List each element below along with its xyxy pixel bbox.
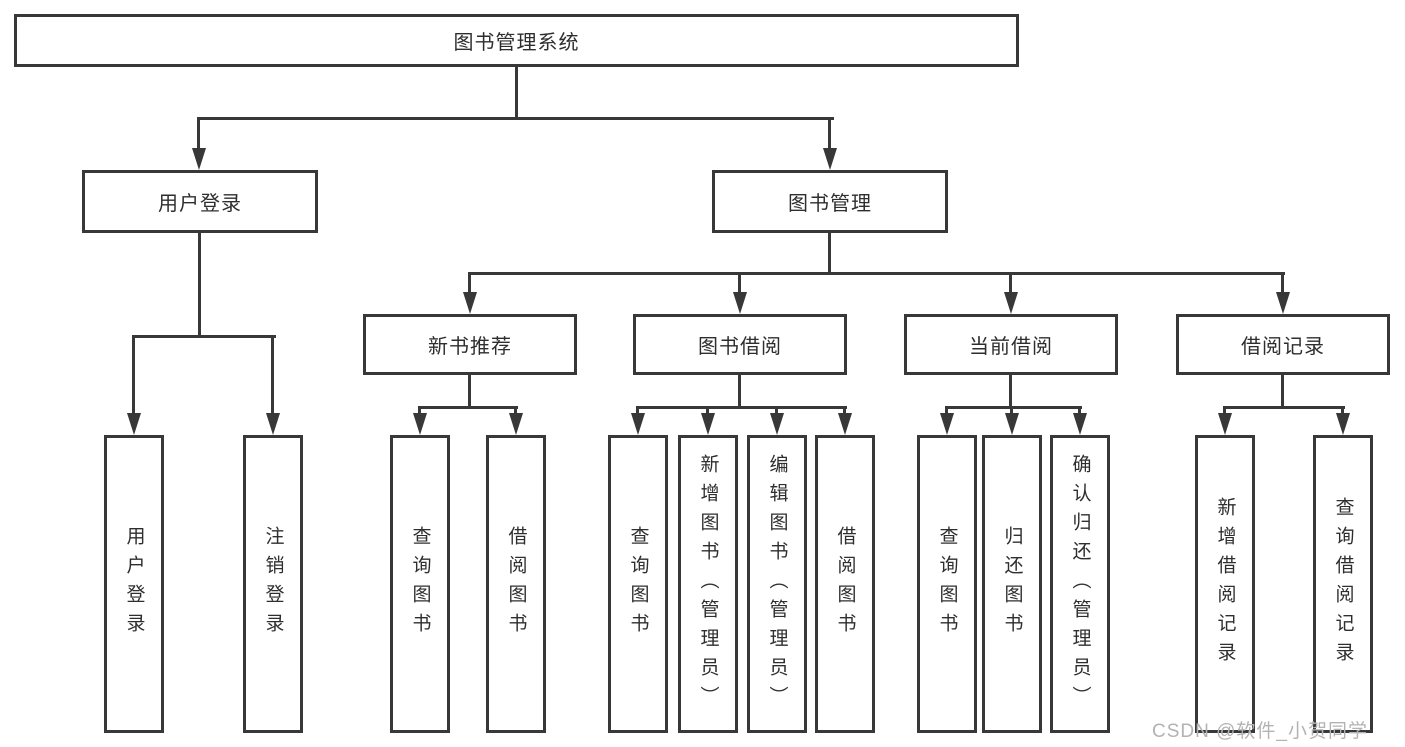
arrowhead-icon: [1336, 413, 1350, 435]
arrowhead-icon: [509, 413, 523, 435]
arrowhead-icon: [463, 292, 477, 314]
node-book-management: 图书管理: [712, 170, 948, 233]
connector-line: [1341, 406, 1344, 416]
connector-line: [515, 67, 518, 117]
connector-line: [828, 233, 831, 275]
connector-line: [775, 406, 778, 416]
node-borrow-records: 借阅记录: [1176, 314, 1390, 375]
leaf-borrow-add-admin: 新增图书（管理员）: [678, 435, 738, 733]
node-borrow-records-label: 借阅记录: [1241, 336, 1325, 358]
node-current-borrow-label: 当前借阅: [969, 336, 1053, 358]
leaf-borrow-query-label: 查询图书: [627, 526, 649, 642]
leaf-borrow-borrow-label: 借阅图书: [834, 526, 856, 642]
leaf-current-query: 查询图书: [917, 435, 977, 733]
connector-line: [514, 406, 517, 416]
connector-line: [1078, 406, 1081, 416]
connector-line: [197, 117, 834, 120]
leaf-current-confirm-admin: 确认归还（管理员）: [1050, 435, 1110, 733]
arrowhead-icon: [701, 413, 715, 435]
connector-line: [636, 406, 847, 409]
connector-line: [828, 117, 831, 152]
node-current-borrow: 当前借阅: [904, 314, 1118, 375]
arrowhead-icon: [127, 413, 141, 435]
connector-line: [1009, 375, 1012, 409]
arrowhead-icon: [413, 413, 427, 435]
connector-line: [636, 406, 639, 416]
arrowhead-icon: [940, 413, 954, 435]
connector-line: [1223, 406, 1226, 416]
arrowhead-icon: [1218, 413, 1232, 435]
leaf-records-query: 查询借阅记录: [1313, 435, 1373, 733]
arrowhead-icon: [631, 413, 645, 435]
connector-line: [132, 335, 135, 415]
leaf-user-login-label: 用户登录: [123, 526, 145, 642]
node-root-label: 图书管理系统: [453, 32, 580, 54]
arrowhead-icon: [1004, 292, 1018, 314]
leaf-borrow-edit-admin: 编辑图书（管理员）: [747, 435, 807, 733]
node-user-login: 用户登录: [82, 170, 318, 233]
connector-line: [197, 117, 200, 152]
connector-line: [1281, 272, 1284, 294]
node-root: 图书管理系统: [14, 14, 1019, 67]
arrowhead-icon: [266, 413, 280, 435]
arrowhead-icon: [838, 413, 852, 435]
leaf-current-query-label: 查询图书: [936, 526, 958, 642]
connector-line: [1010, 406, 1013, 416]
connector-line: [418, 406, 518, 409]
leaf-newbooks-query-label: 查询图书: [409, 526, 431, 642]
connector-line: [468, 272, 471, 294]
leaf-records-add: 新增借阅记录: [1195, 435, 1255, 733]
arrowhead-icon: [1276, 292, 1290, 314]
node-book-borrow: 图书借阅: [633, 314, 847, 375]
leaf-current-confirm-admin-label: 确认归还（管理员）: [1069, 453, 1091, 715]
connector-line: [271, 335, 274, 415]
connector-line: [132, 335, 276, 338]
connector-line: [1009, 272, 1012, 294]
leaf-borrow-borrow: 借阅图书: [815, 435, 875, 733]
connector-line: [945, 406, 1082, 409]
connector-line: [945, 406, 948, 416]
arrowhead-icon: [192, 148, 206, 170]
leaf-user-login: 用户登录: [104, 435, 164, 733]
leaf-newbooks-borrow-label: 借阅图书: [505, 526, 527, 642]
connector-line: [843, 406, 846, 416]
connector-line: [1281, 375, 1284, 409]
leaf-records-add-label: 新增借阅记录: [1214, 497, 1236, 671]
connector-line: [738, 375, 741, 409]
leaf-records-query-label: 查询借阅记录: [1332, 497, 1354, 671]
connector-line: [198, 233, 201, 338]
arrowhead-icon: [1073, 413, 1087, 435]
connector-line: [468, 375, 471, 409]
leaf-borrow-edit-admin-label: 编辑图书（管理员）: [766, 453, 788, 715]
connector-line: [418, 406, 421, 416]
leaf-newbooks-borrow: 借阅图书: [486, 435, 546, 733]
arrowhead-icon: [1005, 413, 1019, 435]
arrowhead-icon: [823, 148, 837, 170]
connector-line: [468, 272, 1285, 275]
leaf-newbooks-query: 查询图书: [390, 435, 450, 733]
watermark: CSDN @软件_小贺同学: [1152, 721, 1368, 742]
connector-line: [706, 406, 709, 416]
arrowhead-icon: [733, 292, 747, 314]
node-new-book-recommend-label: 新书推荐: [428, 336, 512, 358]
arrowhead-icon: [770, 413, 784, 435]
node-book-management-label: 图书管理: [788, 193, 872, 215]
leaf-current-return-label: 归还图书: [1001, 526, 1023, 642]
node-new-book-recommend: 新书推荐: [363, 314, 577, 375]
leaf-borrow-query: 查询图书: [608, 435, 668, 733]
connector-line: [1223, 406, 1345, 409]
leaf-current-return: 归还图书: [982, 435, 1042, 733]
node-user-login-label: 用户登录: [158, 193, 242, 215]
leaf-logout: 注销登录: [243, 435, 303, 733]
leaf-logout-label: 注销登录: [262, 526, 284, 642]
node-book-borrow-label: 图书借阅: [698, 336, 782, 358]
connector-line: [738, 272, 741, 294]
leaf-borrow-add-admin-label: 新增图书（管理员）: [697, 453, 719, 715]
